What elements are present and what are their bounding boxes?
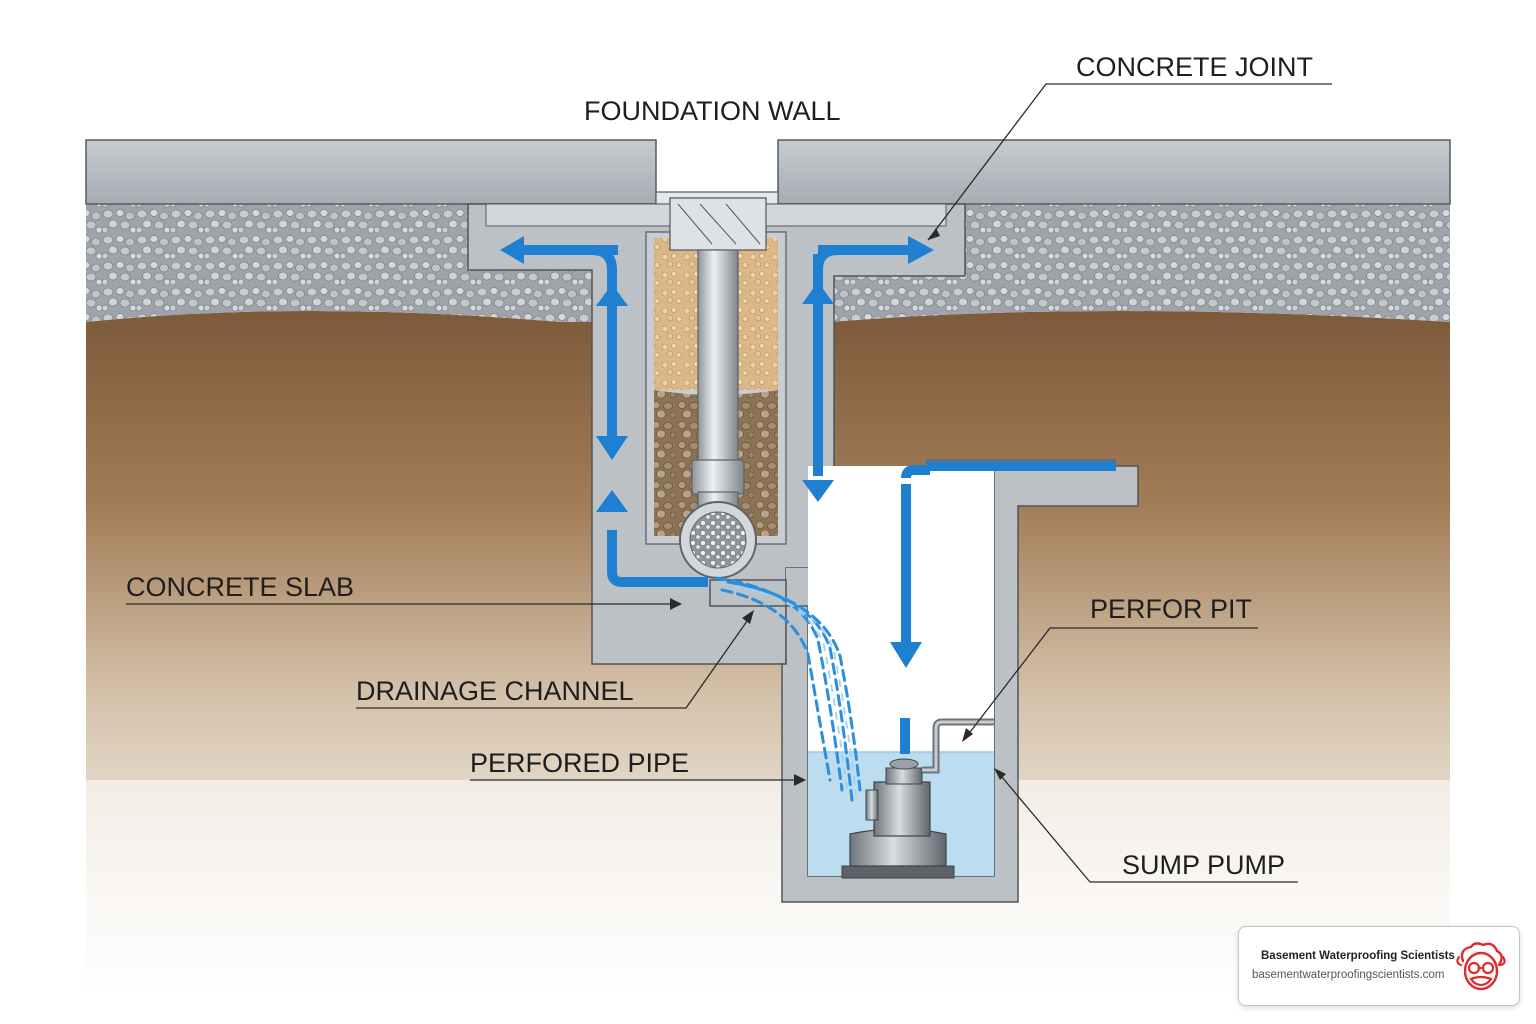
leader-concrete-joint <box>927 83 1332 241</box>
soil-fade <box>86 780 1450 1024</box>
leader-drainage-channel <box>356 613 753 709</box>
label-sump-pump: SUMP PUMP <box>1122 850 1285 880</box>
label-concrete-slab: CONCRETE SLAB <box>126 572 354 602</box>
leader-perfor-pit <box>963 627 1258 741</box>
concrete-slab-left <box>85 139 657 205</box>
scientist-face-icon <box>1456 942 1506 991</box>
brand-url[interactable]: basementwaterproofingscientists.com <box>1252 969 1445 981</box>
pipe-fitting <box>691 459 745 495</box>
water-stream <box>714 576 862 802</box>
pump-base <box>841 865 955 879</box>
leader-sump-pump <box>995 769 1298 883</box>
label-drainage-channel: DRAINAGE CHANNEL <box>356 676 634 706</box>
vertical-pipe <box>697 249 739 463</box>
label-perfor-pit: PERFOR PIT <box>1090 594 1252 624</box>
brand-name: Basement Waterproofing Scientists <box>1261 950 1455 962</box>
concrete-slab-right <box>777 139 1451 205</box>
label-concrete-joint: CONCRETE JOINT <box>1076 52 1313 82</box>
brand-card[interactable]: Basement Waterproofing Scientists baseme… <box>1238 926 1520 1006</box>
label-foundation-wall: FOUNDATION WALL <box>584 96 841 126</box>
label-perfored-pipe: PERFORED PIPE <box>470 748 689 778</box>
